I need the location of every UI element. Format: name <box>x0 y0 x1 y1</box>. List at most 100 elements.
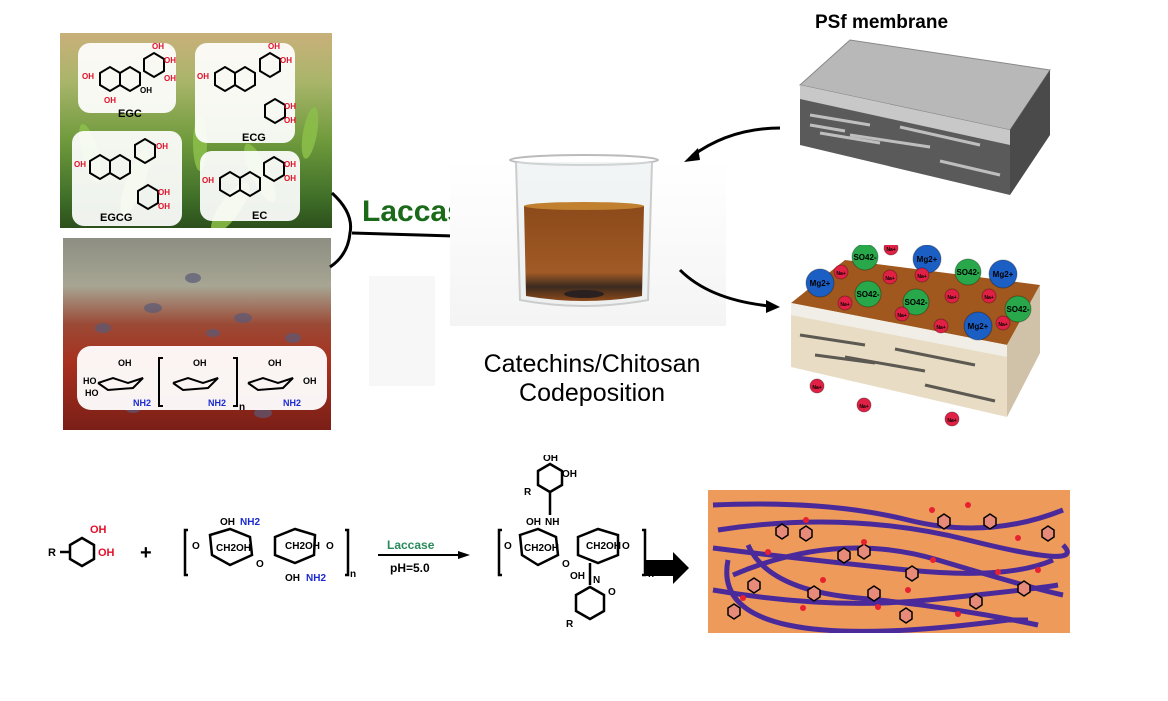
catechol-rings <box>727 513 1055 624</box>
nh2-label: NH2 <box>208 398 226 408</box>
ion-label: Na+ <box>917 274 926 280</box>
oh-label: OH <box>164 56 176 65</box>
r-label: R <box>566 619 574 630</box>
oh-label: OH <box>82 72 94 81</box>
merge-brace <box>329 191 353 269</box>
psf-membrane-block <box>798 39 1051 195</box>
ecg-molecule: OH OH OH OH OH ECG <box>195 42 296 144</box>
ion-na <box>883 245 899 256</box>
cycle-arrows <box>678 126 781 313</box>
ion-label: Na+ <box>947 295 956 301</box>
psf-membrane-label: PSf membrane <box>815 12 949 33</box>
oh-label: OH <box>570 571 585 582</box>
ion-na <box>856 397 872 413</box>
ph-condition: pH=5.0 <box>390 561 430 575</box>
ion-label: SO42- <box>853 253 876 262</box>
ch2oh-label: CH2OH <box>216 543 251 554</box>
o-label: O <box>192 541 200 552</box>
o-label: O <box>608 587 616 598</box>
o-label: O <box>326 541 334 552</box>
ch2oh-label: CH2OH <box>586 541 621 552</box>
ion-label: Na+ <box>984 295 993 301</box>
faded-placeholder <box>369 276 435 386</box>
ion-label: Na+ <box>859 404 868 410</box>
arrow-to-coated <box>678 268 771 308</box>
r-label: R <box>48 547 56 559</box>
ec-molecule: OH OH OH EC <box>200 151 300 222</box>
oh-label: OH <box>156 142 168 151</box>
ion-label: Na+ <box>936 325 945 331</box>
oh-label: OH <box>543 455 558 464</box>
oh-label: OH <box>284 116 296 125</box>
tea-leaves-photo: OH OH OH OH OH OH EGC OH OH OH OH OH ECG <box>60 33 332 228</box>
ion-na <box>809 378 825 394</box>
ion-label: SO42- <box>1006 305 1029 314</box>
ion-mg2 <box>988 259 1018 289</box>
oh-label: OH <box>98 547 115 559</box>
ec-label: EC <box>252 210 267 222</box>
oh-label: OH <box>280 56 292 65</box>
oh-label: OH <box>152 42 164 51</box>
ion-label: Na+ <box>812 385 821 391</box>
ion-label: Na+ <box>998 322 1007 328</box>
o-label: O <box>622 541 630 552</box>
egcg-molecule: OH OH OH OH EGCG <box>72 131 182 226</box>
ch2oh-label: CH2OH <box>285 541 320 552</box>
nh2-label: NH2 <box>283 398 301 408</box>
ecg-label: ECG <box>242 132 266 144</box>
porous-texture <box>809 113 1001 177</box>
block-arrow-icon <box>645 552 689 584</box>
ion-label: Mg2+ <box>810 279 831 288</box>
repeat-n-label: n <box>350 569 356 580</box>
n-label: N <box>593 575 600 586</box>
nh-label: NH <box>545 517 559 528</box>
catechin-structures: OH OH OH OH OH OH EGC OH OH OH OH OH ECG <box>72 42 319 228</box>
oh-label: OH <box>562 469 577 480</box>
ion-mg2 <box>963 311 993 341</box>
ion-so42 <box>854 280 882 308</box>
repeat-bracket-left <box>158 357 163 407</box>
oh-label: OH <box>220 517 235 528</box>
oh-label: OH <box>268 42 280 51</box>
ion-label: Mg2+ <box>968 322 989 331</box>
ho-label: HO <box>83 376 97 386</box>
oh-label: OH <box>158 188 170 197</box>
ion-na <box>833 264 849 280</box>
brown-solution <box>524 206 644 301</box>
repeat-bracket-right <box>233 357 238 407</box>
crosslink-points <box>740 502 1041 617</box>
chitosan-structure: OH OH OH HO HO OH NH2 NH2 NH2 n <box>77 273 327 418</box>
arrow-from-psf <box>691 126 781 158</box>
red-crabs-photo: OH OH OH HO HO OH NH2 NH2 NH2 n <box>63 238 331 430</box>
ion-na <box>894 306 910 322</box>
arrow-head-icon <box>766 300 780 313</box>
r-label: R <box>524 487 532 498</box>
plus-sign: + <box>140 542 152 564</box>
ion-so42 <box>902 288 930 316</box>
beaker-icon <box>509 154 659 307</box>
oh-label: OH <box>526 517 541 528</box>
ion-label: SO42- <box>956 268 979 277</box>
reaction-scheme: R OH OH + OH NH2 CH2OH CH2OH O O O OH NH… <box>48 455 654 630</box>
nh2-label: NH2 <box>133 398 151 408</box>
arrow-head-icon <box>458 551 470 559</box>
o-label: O <box>562 559 570 570</box>
ion-so42 <box>851 245 879 271</box>
title-line-1: Catechins/Chitosan <box>483 350 701 378</box>
porous-texture <box>799 333 996 403</box>
oh-label: OH <box>202 176 214 185</box>
oh-label: OH <box>268 358 282 368</box>
ion-label: Na+ <box>836 271 845 277</box>
ion-layer: Mg2+ SO42- Na+ Na+ Mg2+ Na+ Na+ SO42- Mg2+ SO42- N… <box>805 245 1032 427</box>
laccase-condition: Laccase <box>387 538 435 552</box>
oh-label: OH <box>197 72 209 81</box>
chitosan-reactant <box>183 527 350 577</box>
ion-label: Na+ <box>840 302 849 308</box>
oh-label: OH <box>118 358 132 368</box>
ion-so42 <box>1004 295 1032 323</box>
oh-label: OH <box>90 524 107 536</box>
ion-label: Na+ <box>947 418 956 424</box>
ion-label: Mg2+ <box>993 270 1014 279</box>
egc-label: EGC <box>118 108 142 120</box>
ion-so42 <box>954 258 982 286</box>
